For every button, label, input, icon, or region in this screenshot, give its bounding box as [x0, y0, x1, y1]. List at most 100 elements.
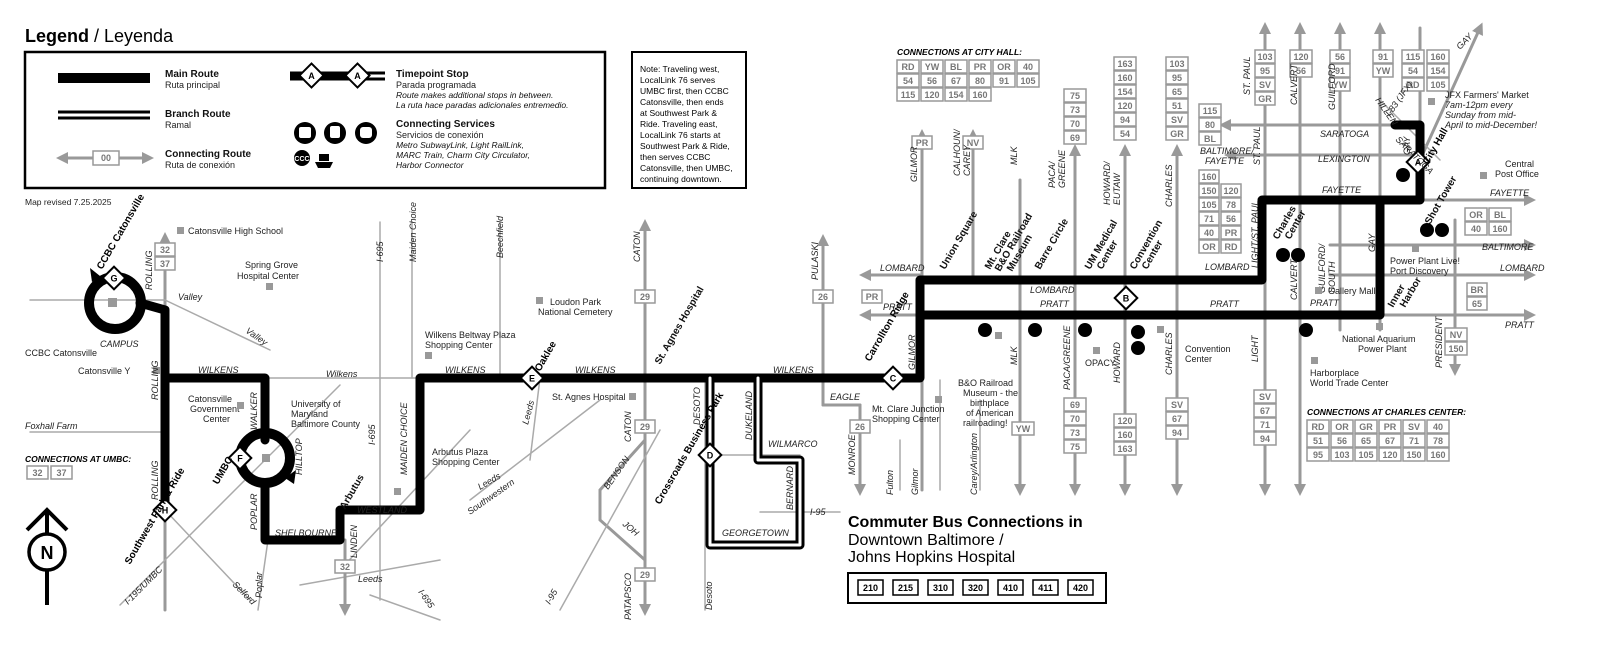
timepoint-note-es: La ruta hace paradas adicionales entreme… [396, 100, 568, 110]
box-charles-top-4-label: SV [1171, 115, 1183, 125]
box-st-paul-block-r1c0: 150 [1198, 183, 1220, 198]
city-hall-conn-r0c2: BL [944, 59, 968, 74]
connecting-route-box [92, 150, 120, 166]
box-charles-bottom-2: 94 [1165, 425, 1189, 440]
box-charles-top-1-label: 95 [1172, 73, 1182, 83]
street-calvert: CALVERT [1289, 63, 1299, 105]
box-calvert-top-1: 56 [1289, 63, 1313, 78]
street-lexington: LEXINGTON [1318, 154, 1370, 164]
note-line-10: Catonsville, then UMBC, [640, 163, 733, 173]
services-line-2: MARC Train, Charm City Circulator, [396, 150, 530, 160]
box-baltimore-fayette-0: 115 [1198, 103, 1222, 118]
box-hillen-top-2-2: RD [1401, 77, 1425, 92]
city-hall-conn-r1c2: 67 [944, 73, 968, 88]
place-jfx-3: Sunday from mid- [1445, 110, 1516, 120]
city-hall-conn-r1c5: 105 [1016, 73, 1040, 88]
box-guilford-top-0-label: 56 [1335, 52, 1345, 62]
box-charles-top-2-label: 65 [1172, 87, 1182, 97]
city-hall-conn-r1c2-label: 67 [951, 76, 961, 86]
street-pratt-5: PRATT [1505, 320, 1535, 330]
place-bo-museum-5: railroading! [963, 418, 1008, 428]
box-howard-top-4-label: 94 [1120, 115, 1130, 125]
box-st-paul-top-3-label: GR [1258, 94, 1272, 104]
street-pratt: PRATT [883, 302, 913, 312]
downtown-pratt [915, 195, 1385, 320]
box-rolling-top-0-label: 32 [160, 245, 170, 255]
north-arrow-icon [27, 532, 67, 572]
box-light-bottom-0-label: SV [1259, 392, 1271, 402]
city-hall-conn-r0c5: 40 [1016, 59, 1040, 74]
charles-center-conn-r1c3-label: 67 [1385, 436, 1395, 446]
commuter-route-215: 215 [892, 579, 919, 596]
note-line-11: continuing downtown. [640, 174, 722, 184]
commuter-route-310-label: 310 [933, 583, 948, 593]
commuter-route-420-label: 420 [1073, 583, 1088, 593]
street-rolling-2: ROLLING [150, 360, 160, 400]
commuter-subtitle-1: Downtown Baltimore / [848, 532, 1004, 549]
street-joh: JOH [620, 518, 641, 538]
box-howard-top-1-label: 160 [1117, 73, 1132, 83]
place-wilkens-beltway-2: Shopping Center [425, 340, 493, 350]
charles-center-conn-r0c0: RD [1306, 419, 1330, 434]
umbc-conn-0-label: 32 [32, 468, 42, 478]
box-charles-top-0-label: 103 [1169, 59, 1184, 69]
timepoint-c: C [880, 365, 906, 391]
box-linden-bottom-0-label: 32 [340, 562, 350, 572]
street-lombard-4: LOMBARD [1500, 263, 1545, 273]
timepoint-letter-a: A [1415, 158, 1422, 168]
timepoint-letter-e: E [529, 374, 535, 384]
street-mlk: MLK [1009, 145, 1019, 165]
box-calvert-top-0-label: 120 [1293, 52, 1308, 62]
street-rolling: ROLLING [144, 250, 154, 290]
charles-center-conn-r2c2: 105 [1354, 447, 1378, 462]
box-st-paul-block-r4c0: 40 [1198, 225, 1220, 240]
street-wilkens: WILKENS [198, 365, 239, 375]
place-power-plant-live-2: Port Discovery [1390, 266, 1449, 276]
place-arbutus-plaza-2: Shopping Center [432, 457, 500, 467]
box-charles-top-5-label: GR [1170, 129, 1184, 139]
place-national-aquarium-1: National Aquarium [1342, 334, 1416, 344]
street-i95: I-95 [543, 587, 560, 606]
wilkens-main-segment [260, 373, 890, 545]
timepoint-g: G [101, 265, 127, 291]
timepoint-letter-h: H [162, 506, 169, 516]
box-st-paul-block-r2c0-label: 105 [1201, 200, 1216, 210]
timepoint-note-en: Route makes additional stops in between. [396, 90, 553, 100]
city-hall-conn-r0c1-label: YW [925, 62, 940, 72]
box-hillen-top-2-2-label: RD [1407, 80, 1420, 90]
map-revised: Map revised 7.25.2025 [25, 197, 112, 207]
street-patapsco: PATAPSCO [623, 573, 633, 620]
box-east-fayette-r0c0-label: OR [1469, 210, 1483, 220]
box-east-fayette-r0c1-label: BL [1494, 210, 1506, 220]
box-charles-bottom-1: 67 [1165, 411, 1189, 426]
timepoint-d: D [697, 442, 723, 468]
place-spring-grove-1: Spring Grove [245, 260, 298, 270]
place-mt-clare-junction-2: Shopping Center [872, 414, 940, 424]
charles-center-connections-title: CONNECTIONS AT CHARLES CENTER: [1307, 407, 1466, 417]
timepoint-letter-b: B [1123, 294, 1130, 304]
box-st-paul-block-r4c0-label: 40 [1204, 228, 1214, 238]
box-st-paul-top-3: GR [1254, 91, 1276, 106]
stop-barre-circle: Barre Circle [1033, 217, 1071, 272]
charles-center-conn-r0c0-label: RD [1312, 422, 1325, 432]
umbc-loop-arrow-icon [285, 470, 296, 484]
box-gay-top-0: 160 [1426, 49, 1450, 64]
place-mt-clare-junction-1: Mt. Clare Junction [872, 404, 945, 414]
street-maiden-choice: MAIDEN CHOICE [399, 401, 409, 475]
connecting-route-label-es: Ruta de conexión [165, 160, 235, 170]
box-hillen-top-0-label: 91 [1378, 52, 1388, 62]
street-fayette: FAYETTE [1322, 185, 1362, 195]
box-gilmor-top-0-label: PR [916, 138, 929, 148]
city-hall-conn-r2c3: 160 [968, 87, 992, 102]
box-caton-mid-0-label: 29 [640, 422, 650, 432]
charles-center-conn-r0c3: PR [1378, 419, 1402, 434]
street-rolling-3: ROLLING [150, 460, 160, 500]
timepoint-sample-letter-1: A [308, 71, 315, 81]
light-rail-icon-howard [1131, 325, 1145, 339]
street-wilkens-3: WILKENS [575, 365, 616, 375]
main-route [84, 120, 1425, 550]
box-st-paul-block-r5c0-label: OR [1202, 242, 1216, 252]
box-howard-top-1: 160 [1113, 70, 1137, 85]
place-convention-center-2: Center [1185, 354, 1212, 364]
street-wilkens-lower: Wilkens [326, 369, 358, 379]
